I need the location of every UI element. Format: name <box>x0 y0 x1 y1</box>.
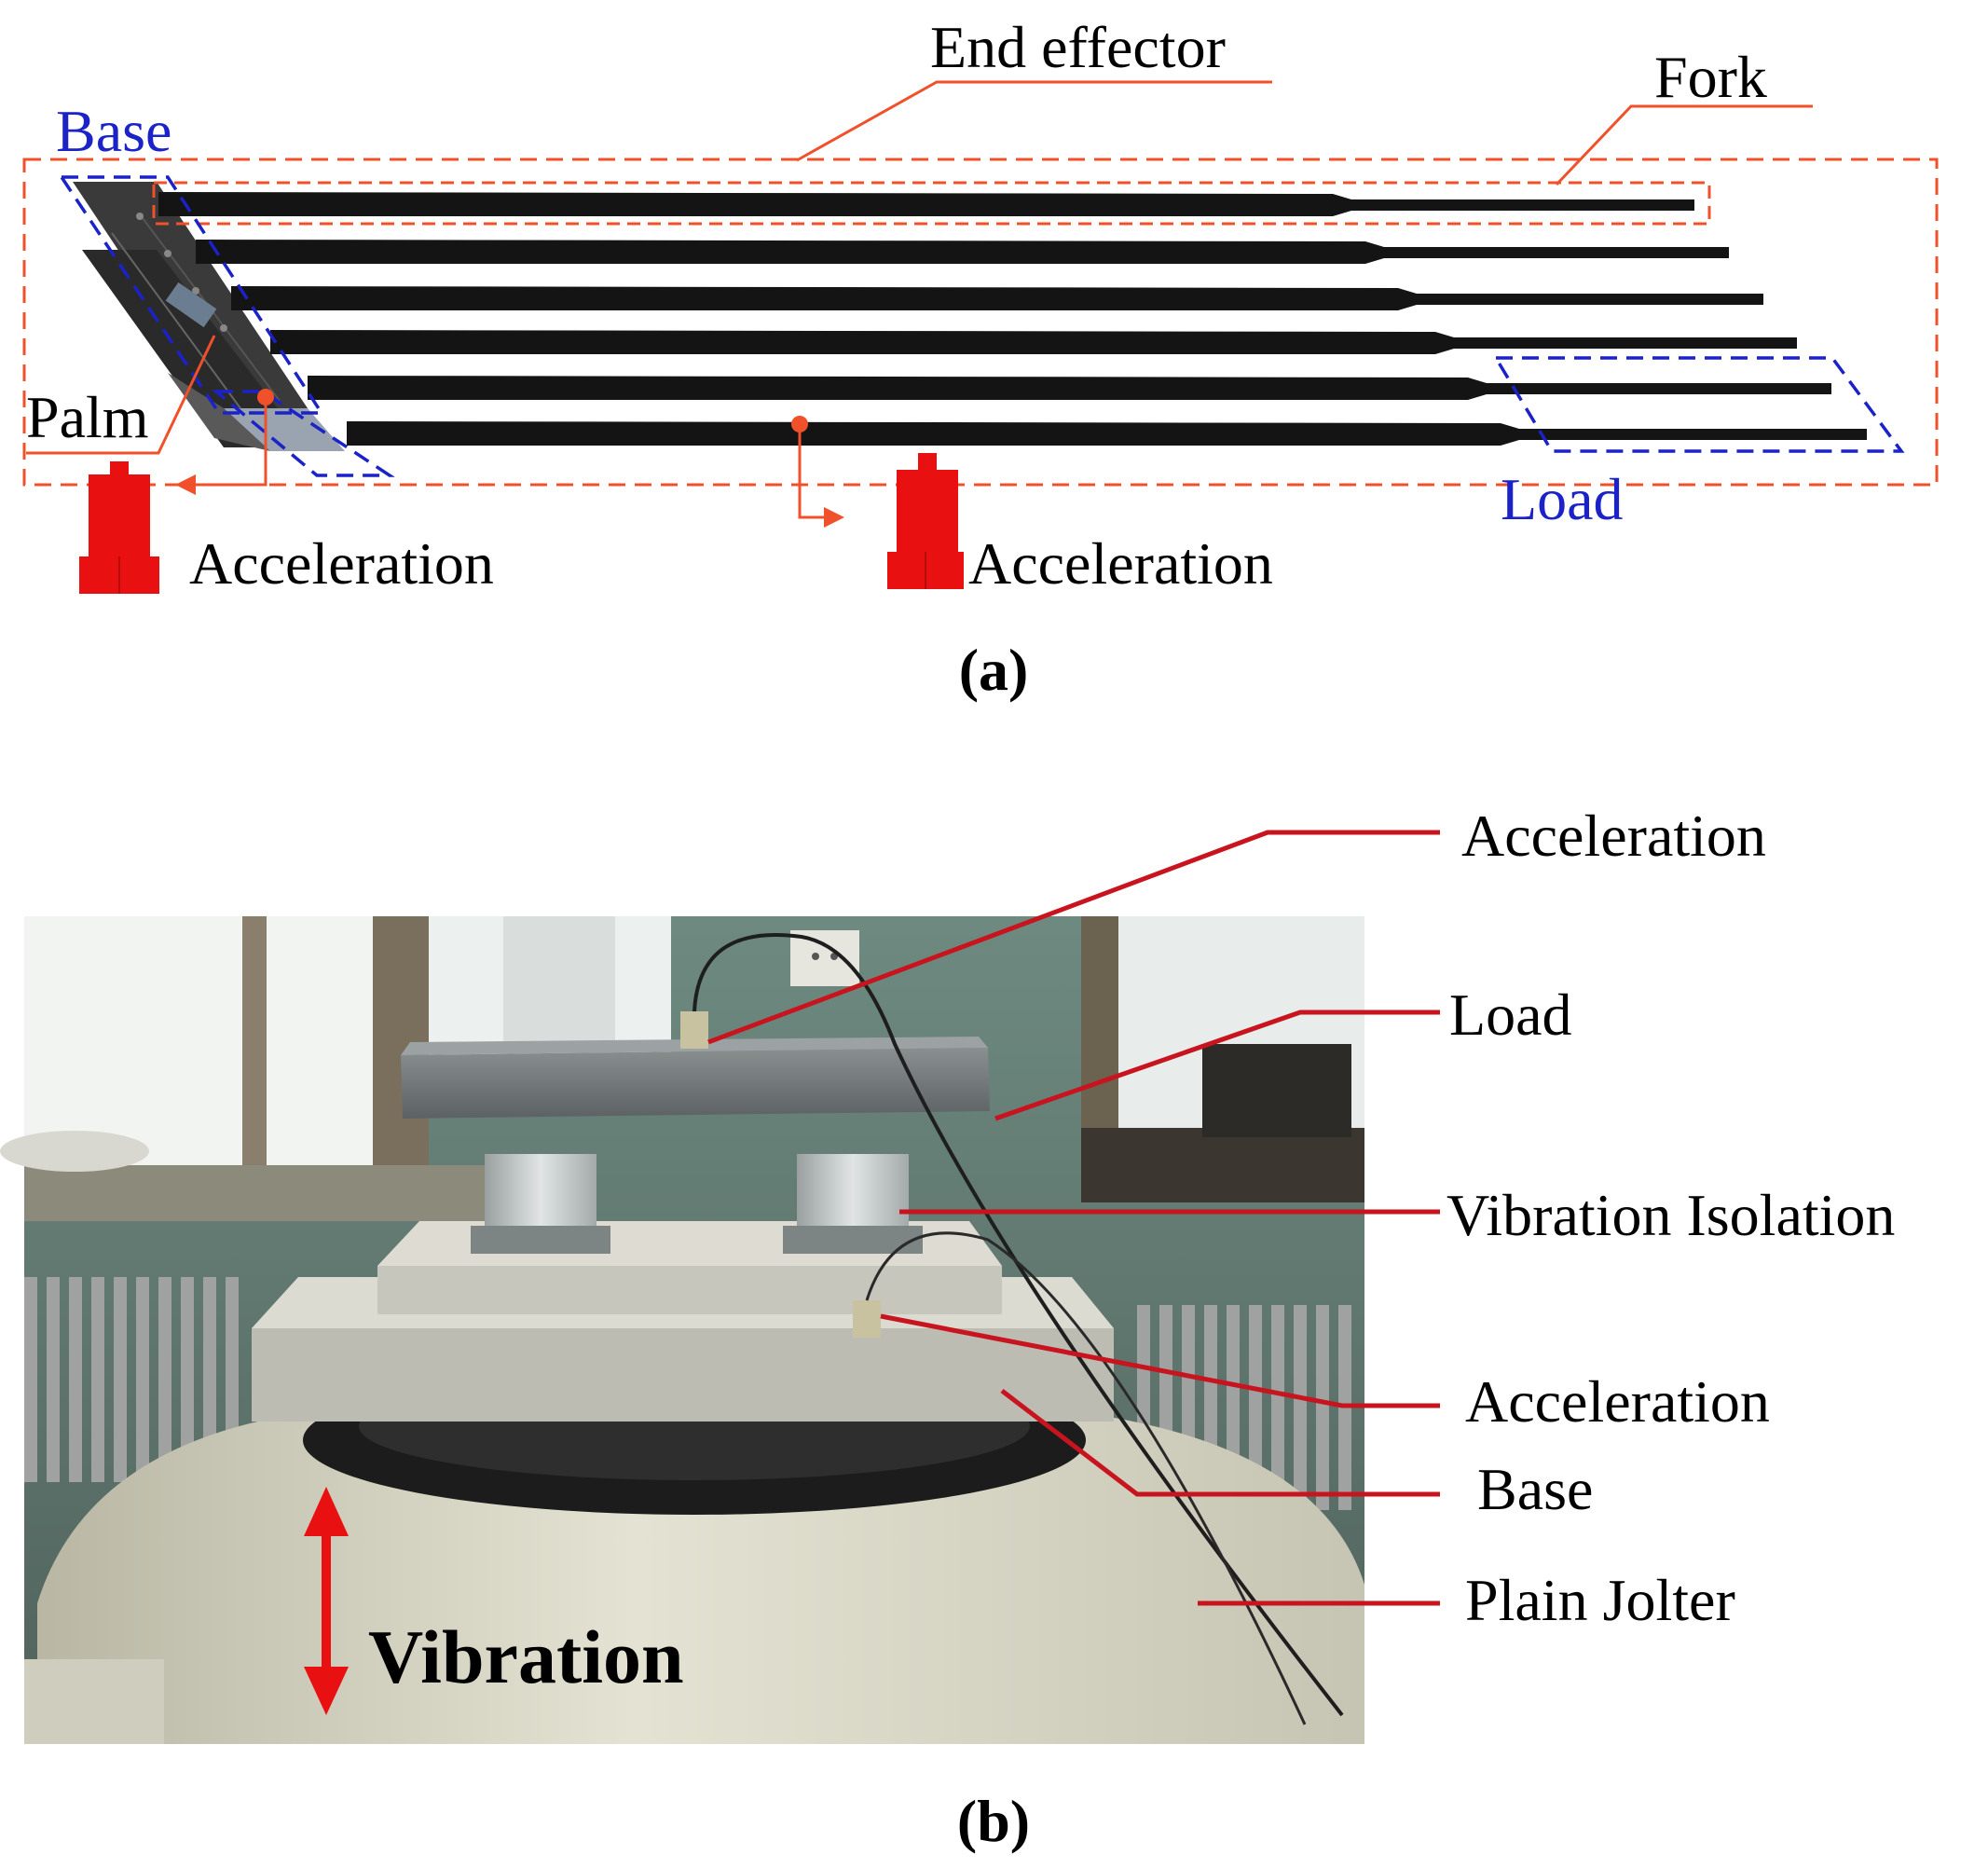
fork-tine <box>158 192 1694 216</box>
label-load-a: Load <box>1501 466 1624 532</box>
label-acceleration-right: Acceleration <box>968 530 1273 597</box>
fork-leader <box>1555 104 1813 186</box>
leader-load <box>994 1010 1440 1121</box>
label-acceleration-top: Acceleration <box>1461 803 1766 869</box>
end-effector-leader <box>796 80 1272 162</box>
panel-b: Acceleration Load Vibration Isolation Ac… <box>0 803 1895 1854</box>
label-plain-jolter: Plain Jolter <box>1465 1567 1735 1633</box>
palm-block <box>73 182 345 451</box>
fork-tines <box>158 192 1867 446</box>
acceleration-sensor-right <box>791 416 964 589</box>
label-vibration: Vibration <box>368 1614 684 1699</box>
palm-leader <box>26 335 216 455</box>
palm-highlight-box <box>212 390 395 477</box>
leader-base <box>1000 1389 1440 1497</box>
fork-tine <box>231 286 1763 310</box>
fork-tine <box>347 421 1867 446</box>
label-vibration-isolation: Vibration Isolation <box>1446 1182 1895 1248</box>
panel-a-caption: (a) <box>959 637 1029 703</box>
label-base-a: Base <box>56 98 171 164</box>
label-load-b: Load <box>1449 982 1572 1048</box>
fork-tine <box>270 330 1797 354</box>
label-fork: Fork <box>1654 44 1767 110</box>
panel-b-caption: (b) <box>957 1788 1030 1854</box>
vibration-double-arrow <box>304 1487 349 1715</box>
radiator-left <box>24 1277 239 1482</box>
fork-tine <box>196 240 1729 264</box>
panel-a: End effector Fork Base Palm Load Acceler… <box>22 14 1939 703</box>
load-highlight-box <box>1492 356 1905 453</box>
leader-acceleration-bottom <box>880 1313 1440 1408</box>
acceleration-sensor-left <box>79 389 274 594</box>
leader-acceleration-top <box>707 830 1440 1045</box>
end-effector-boundary <box>22 158 1939 487</box>
label-acceleration-bottom: Acceleration <box>1465 1368 1770 1435</box>
test-rig-photo <box>0 916 1364 1744</box>
fork-highlight-box <box>152 181 1711 226</box>
callout-leaders <box>707 830 1440 1606</box>
base-highlight-box <box>58 175 325 415</box>
label-acceleration-left: Acceleration <box>189 530 494 597</box>
label-base-b: Base <box>1477 1456 1593 1522</box>
label-palm: Palm <box>26 384 149 450</box>
label-end-effector: End effector <box>930 14 1226 80</box>
fork-tine <box>308 376 1831 400</box>
